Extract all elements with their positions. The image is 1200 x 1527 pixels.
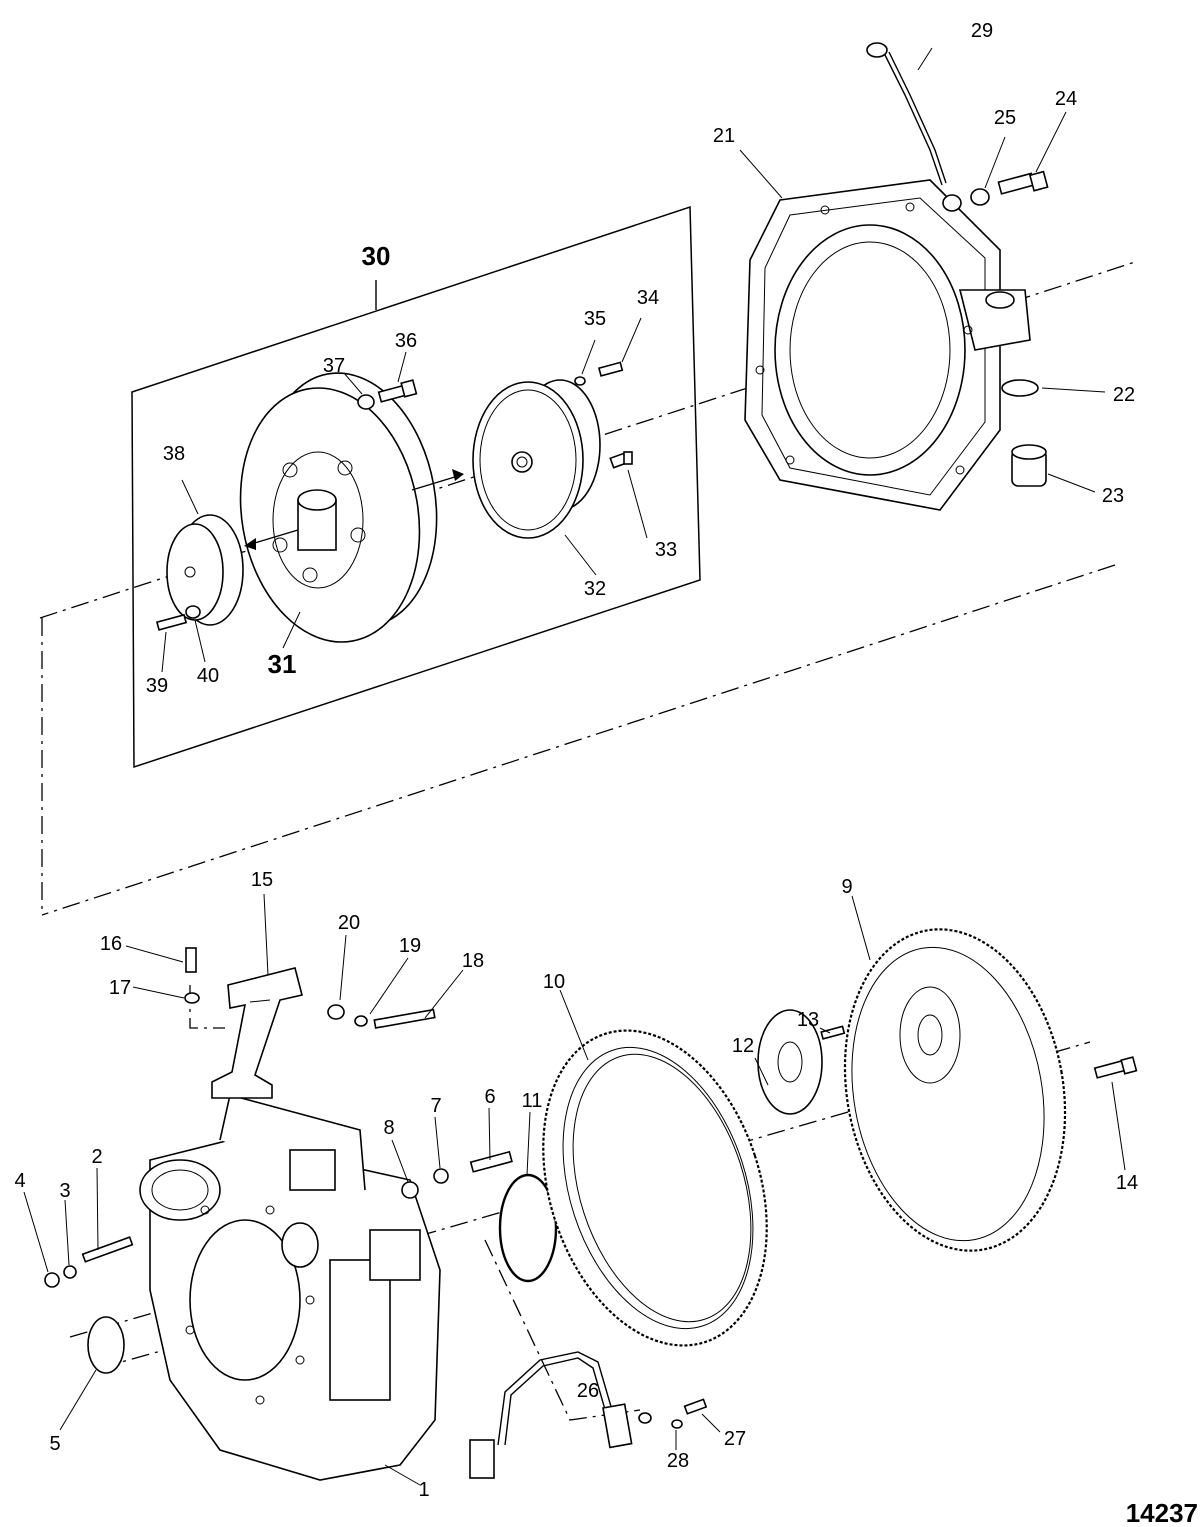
stud-part-2 [81,1236,134,1263]
hub-part-38 [166,514,244,626]
washer-part-20 [327,1004,345,1020]
callout-15: 15 [251,869,273,891]
callout-39: 39 [146,675,168,697]
callout-6: 6 [484,1086,495,1108]
callout-26: 26 [577,1380,599,1402]
callout-20: 20 [338,912,360,934]
washer-part-28 [671,1419,683,1429]
screw-part-16 [185,947,197,973]
nut-part-40 [185,605,201,619]
screw-part-36 [377,379,418,403]
callout-36: 36 [395,330,417,352]
callout-17: 17 [109,977,131,999]
bushing-part-23 [1011,444,1047,487]
callout-5: 5 [49,1433,60,1455]
callout-8: 8 [383,1117,394,1139]
coupling-part-31 [239,372,438,643]
callout-21: 21 [713,125,735,147]
bracket-part-15 [211,967,303,1099]
washer-part-8 [401,1181,419,1199]
callout-16: 16 [100,933,122,955]
callout-11: 11 [522,1090,543,1112]
fitting-part-33 [609,451,633,469]
washer-part-19 [354,1015,368,1027]
o-ring-part-5 [87,1316,125,1374]
screw-part-6 [469,1150,513,1173]
callout-33: 33 [655,539,677,561]
leader-lines [23,47,1126,1486]
callout-10: 10 [543,971,565,993]
callout-25: 25 [994,107,1016,129]
washer-part-25 [970,188,990,206]
callout-27: 27 [724,1428,746,1450]
flywheel-housing-part-21 [744,179,1031,511]
washer-part-3 [63,1265,77,1279]
screw-part-34 [597,361,624,377]
callout-24: 24 [1055,88,1077,110]
sensor-part-26 [469,1351,652,1479]
callout-29: 29 [971,20,993,42]
callout-7: 7 [430,1095,441,1117]
adapter-plate-part-32 [472,379,601,539]
screw-part-39 [155,613,188,631]
callout-40: 40 [197,665,219,687]
callout-35: 35 [584,308,606,330]
callout-numbers: 29 24 25 21 30 34 35 36 37 22 38 23 33 3… [14,20,1138,1501]
callout-32: 32 [584,578,606,600]
screw-part-13 [820,1025,846,1040]
seal-ring-part-22 [1001,379,1039,397]
callout-31: 31 [268,649,297,679]
assembly-30-frame [131,205,701,769]
o-ring-part-11 [498,1173,558,1283]
ring-gear-part-10 [542,1029,768,1347]
ground-cable-part-29 [866,42,962,212]
callout-22: 22 [1113,384,1135,406]
callout-12: 12 [732,1035,754,1057]
callout-4: 4 [14,1170,25,1192]
callout-23: 23 [1102,485,1124,507]
nut-part-37 [357,394,375,410]
bracket-hardware [184,947,436,1029]
callout-9: 9 [841,876,852,898]
callout-14: 14 [1116,1172,1138,1194]
screw-part-24 [997,170,1049,195]
callout-19: 19 [399,935,421,957]
callout-2: 2 [91,1146,102,1168]
callout-28: 28 [667,1450,689,1472]
flywheel-part-9 [843,928,1067,1252]
washer-part-35 [574,376,586,386]
housing-hardware [44,1150,558,1374]
nut-part-4 [44,1272,60,1288]
callout-34: 34 [637,287,659,309]
small-hardware [155,361,633,631]
screw-part-14 [1093,1056,1138,1079]
callout-1: 1 [418,1479,429,1501]
flywheel-housing-part-1 [139,1094,441,1481]
callout-38: 38 [163,443,185,465]
callout-3: 3 [59,1180,70,1202]
washer-part-7 [433,1168,449,1184]
bolt-part-18 [373,1008,436,1029]
spacer-part-12 [757,1009,823,1115]
washer-part-17 [184,992,200,1004]
assembly-arrows [244,469,464,550]
callout-18: 18 [462,950,484,972]
document-number: 14237 [1126,1498,1198,1527]
callout-37: 37 [323,355,345,377]
callout-13: 13 [797,1009,819,1031]
screw-part-27 [683,1398,708,1415]
callout-30: 30 [362,241,391,271]
